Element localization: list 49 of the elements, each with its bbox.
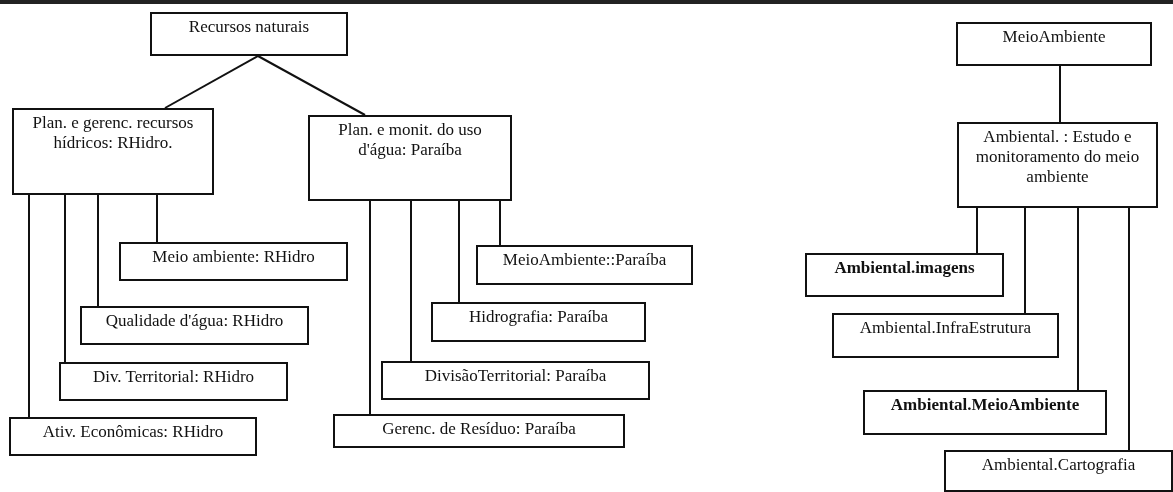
box-label: Ambiental. : Estudo e monitoramento do meio ambiente bbox=[974, 127, 1141, 187]
class-box bbox=[150, 12, 348, 56]
connector-line bbox=[257, 55, 366, 116]
box-label: Meio ambiente: RHidro bbox=[151, 247, 316, 267]
box-label: Plan. e monit. do uso d'água: Paraíba bbox=[337, 120, 483, 160]
class-box bbox=[80, 306, 309, 345]
connector-line bbox=[458, 200, 460, 303]
box-label: MeioAmbiente::Paraíba bbox=[501, 250, 668, 270]
connector-line bbox=[1077, 207, 1079, 391]
box-label: Hidrografia: Paraíba bbox=[467, 307, 610, 327]
box-label: Qualidade d'água: RHidro bbox=[104, 311, 285, 331]
connector-line bbox=[64, 194, 66, 363]
connector-line bbox=[1128, 207, 1130, 451]
box-label: Div. Territorial: RHidro bbox=[91, 367, 256, 387]
class-box bbox=[12, 108, 214, 195]
class-box bbox=[832, 313, 1059, 358]
connector-line bbox=[410, 200, 412, 362]
connector-line bbox=[499, 200, 501, 246]
connector-line bbox=[1059, 65, 1061, 123]
box-label: Ambiental.MeioAmbiente bbox=[889, 395, 1081, 415]
class-box bbox=[119, 242, 348, 281]
box-label: Plan. e gerenc. recursos hídricos: RHidro. bbox=[31, 113, 195, 153]
connector-line bbox=[1024, 207, 1026, 314]
box-label: MeioAmbiente bbox=[1001, 27, 1107, 47]
class-box bbox=[381, 361, 650, 400]
connector-line bbox=[97, 194, 99, 307]
connector-line bbox=[369, 200, 371, 415]
class-box bbox=[59, 362, 288, 401]
box-label: Gerenc. de Resíduo: Paraíba bbox=[381, 419, 577, 439]
box-label: Ativ. Econômicas: RHidro bbox=[41, 422, 225, 442]
class-box bbox=[957, 122, 1158, 208]
class-box bbox=[956, 22, 1152, 66]
connector-line bbox=[164, 55, 259, 109]
connector-line bbox=[976, 207, 978, 254]
connector-line bbox=[156, 194, 158, 243]
class-box bbox=[431, 302, 646, 342]
class-box bbox=[944, 450, 1173, 492]
box-label: Ambiental.Cartografia bbox=[980, 455, 1137, 475]
class-box bbox=[308, 115, 512, 201]
box-label: Ambiental.imagens bbox=[833, 258, 976, 278]
class-box bbox=[805, 253, 1004, 297]
class-box bbox=[9, 417, 257, 456]
class-box bbox=[333, 414, 625, 448]
class-box bbox=[863, 390, 1107, 435]
class-box bbox=[476, 245, 693, 285]
box-label: Recursos naturais bbox=[187, 17, 311, 37]
box-label: DivisãoTerritorial: Paraíba bbox=[423, 366, 608, 386]
connector-line bbox=[28, 194, 30, 418]
box-label: Ambiental.InfraEstrutura bbox=[858, 318, 1033, 338]
